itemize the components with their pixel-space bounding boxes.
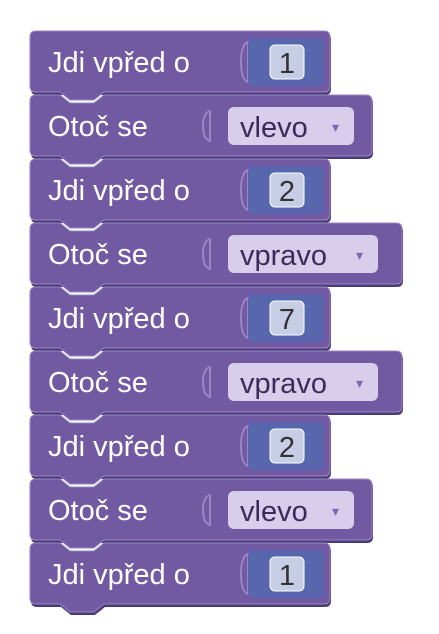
input-tab-icon [239, 424, 249, 468]
number-field[interactable] [269, 428, 305, 464]
move-block-label: Jdi vpřed o [48, 47, 190, 79]
turn-block-label: Otoč se [48, 495, 148, 527]
input-tab-icon [201, 493, 211, 527]
direction-dropdown[interactable]: vpravo ▾ [228, 235, 378, 273]
number-field[interactable] [269, 44, 305, 80]
input-tab-icon [239, 552, 249, 596]
direction-dropdown[interactable]: vlevo ▾ [228, 107, 354, 145]
number-field[interactable] [269, 172, 305, 208]
number-value: 2 [279, 432, 295, 464]
turn-block[interactable]: Otoč se vlevo ▾ [29, 94, 373, 165]
input-tab-icon [239, 168, 249, 212]
move-block-label: Jdi vpřed o [48, 431, 190, 463]
direction-value: vlevo [240, 496, 308, 528]
turn-block[interactable]: Otoč se vpravo ▾ [29, 350, 403, 421]
dropdown-field [228, 107, 354, 145]
number-value: 7 [279, 304, 295, 336]
dropdown-arrow-icon: ▾ [332, 504, 339, 520]
move-block-label: Jdi vpřed o [48, 175, 190, 207]
dropdown-field [228, 363, 378, 401]
input-tab-icon [201, 109, 211, 143]
move-forward-block[interactable]: Jdi vpřed o 1 [29, 542, 331, 615]
number-value: 1 [279, 48, 295, 80]
number-value: 2 [279, 176, 295, 208]
dropdown-field [228, 491, 354, 529]
dropdown-arrow-icon: ▾ [356, 376, 363, 392]
input-tab-icon [201, 365, 211, 399]
turn-block-label: Otoč se [48, 239, 148, 271]
move-block-label: Jdi vpřed o [48, 303, 190, 335]
input-tab-icon [239, 296, 249, 340]
number-value: 1 [279, 560, 295, 592]
dropdown-arrow-icon: ▾ [332, 120, 339, 136]
number-field[interactable] [269, 300, 305, 336]
move-forward-block[interactable]: Jdi vpřed o 7 [29, 286, 331, 357]
move-forward-block[interactable]: Jdi vpřed o 1 [29, 30, 331, 101]
move-block-label: Jdi vpřed o [48, 559, 190, 591]
direction-dropdown[interactable]: vlevo ▾ [228, 491, 354, 529]
direction-value: vlevo [240, 112, 308, 144]
dropdown-arrow-icon: ▾ [356, 248, 363, 264]
direction-value: vpravo [240, 240, 327, 272]
turn-block[interactable]: Otoč se vpravo ▾ [29, 222, 403, 293]
number-field[interactable] [269, 556, 305, 592]
move-forward-block[interactable]: Jdi vpřed o 2 [29, 414, 331, 485]
input-tab-icon [201, 237, 211, 271]
turn-block[interactable]: Otoč se vlevo ▾ [29, 478, 373, 549]
turn-block-label: Otoč se [48, 111, 148, 143]
move-forward-block[interactable]: Jdi vpřed o 2 [29, 158, 331, 229]
dropdown-field [228, 235, 378, 273]
input-tab-icon [239, 40, 249, 84]
direction-dropdown[interactable]: vpravo ▾ [228, 363, 378, 401]
direction-value: vpravo [240, 368, 327, 400]
turn-block-label: Otoč se [48, 367, 148, 399]
